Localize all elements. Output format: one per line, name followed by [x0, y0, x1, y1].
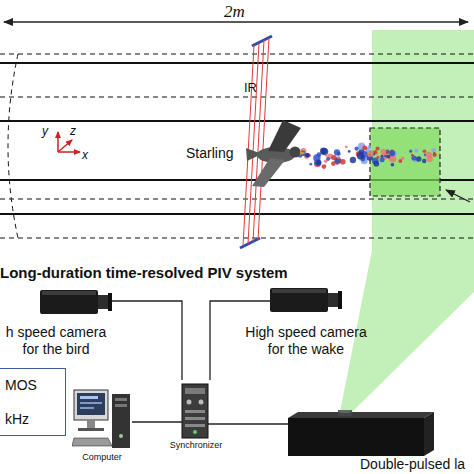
vortex-blob	[350, 157, 356, 163]
signal-wire	[132, 421, 182, 422]
vortex-blob	[373, 161, 379, 167]
vortex-blob	[357, 152, 364, 159]
vortex-blob	[401, 157, 405, 161]
axis-label: z	[70, 124, 76, 138]
vortex-blob	[422, 159, 426, 163]
signal-wire	[112, 301, 182, 380]
vortex-blob	[380, 149, 386, 155]
node-label: kHz	[5, 411, 63, 428]
vortex-blob	[355, 146, 359, 150]
vortex-blob	[334, 149, 340, 155]
sync-icon	[168, 380, 224, 442]
vortex-blob	[331, 155, 336, 160]
camera-spec-box: MOS kHz	[0, 368, 66, 436]
vortex-blob	[381, 155, 384, 158]
vortex-blob	[336, 163, 338, 165]
vortex-blob	[391, 163, 395, 167]
node-label: Double-pulsed la	[360, 456, 474, 473]
vortex-blob	[325, 154, 328, 157]
node-label: h speed camera for the bird	[0, 324, 112, 358]
bird-camera: h speed camera for the bird	[40, 286, 112, 318]
vortex-blob	[314, 160, 321, 167]
vortex-blob	[380, 157, 385, 162]
node-label: High speed camera for the wake	[241, 324, 371, 358]
vortex-blob	[376, 147, 380, 151]
axes-triad	[58, 132, 80, 152]
vortex-blob	[305, 153, 309, 157]
ir-label: IR	[244, 80, 257, 96]
vortex-blob	[362, 146, 367, 151]
axis-label: x	[82, 148, 88, 162]
vortex-blob	[426, 152, 433, 159]
vortex-blob	[345, 145, 348, 148]
vortex-blob	[309, 163, 312, 166]
laser-icon	[288, 410, 474, 460]
vortex-blob	[433, 153, 437, 157]
camera-icon	[270, 284, 342, 316]
pointer-line	[446, 190, 470, 202]
laser-sheet	[340, 30, 474, 412]
vortex-blob	[340, 159, 346, 165]
synchronizer: Synchronizer	[168, 380, 224, 454]
node-label: Computer	[68, 452, 136, 463]
piv-window-outline	[370, 128, 440, 196]
vortex-blob	[416, 156, 421, 161]
vortex-wake	[298, 143, 437, 169]
ir-gate	[240, 36, 272, 248]
camera-icon	[40, 286, 112, 318]
vortex-blob	[373, 150, 377, 154]
vortex-blob	[314, 159, 321, 166]
vortex-blob	[414, 148, 418, 152]
vortex-blob	[320, 148, 327, 155]
node-label: Synchronizer	[162, 440, 230, 451]
dimension-label: 2m	[224, 2, 245, 22]
vortex-blob	[300, 150, 306, 156]
signal-wire	[210, 301, 270, 380]
piv-field-of-view	[370, 128, 440, 196]
vortex-blob	[337, 156, 340, 159]
vortex-blob	[316, 160, 321, 165]
dimension-line	[4, 21, 468, 22]
vortex-blob	[324, 159, 328, 163]
signal-wire	[208, 423, 288, 424]
double-pulsed-laser: Double-pulsed la	[288, 410, 474, 474]
starling-illustration	[246, 120, 306, 187]
vortex-blob	[423, 150, 427, 154]
axis-label: y	[42, 124, 48, 138]
vortex-blob	[337, 152, 341, 156]
vortex-blob	[376, 156, 379, 159]
vortex-blob	[431, 148, 436, 153]
vortex-blob	[348, 150, 351, 153]
computer-icon	[72, 386, 132, 452]
node-label: MOS	[5, 377, 63, 394]
vortex-blob	[389, 150, 395, 156]
bird-label: Starling	[186, 145, 233, 162]
computer: Computer	[72, 386, 132, 466]
vortex-blob	[411, 155, 416, 160]
vortex-blob	[409, 150, 412, 153]
flight-corridor	[0, 54, 474, 238]
system-title: Long-duration time-resolved PIV system	[0, 264, 288, 282]
vortex-blob	[305, 153, 310, 158]
vortex-blob	[322, 164, 327, 169]
vortex-blob	[386, 154, 390, 158]
wake-camera: High speed camera for the wake	[270, 284, 342, 316]
